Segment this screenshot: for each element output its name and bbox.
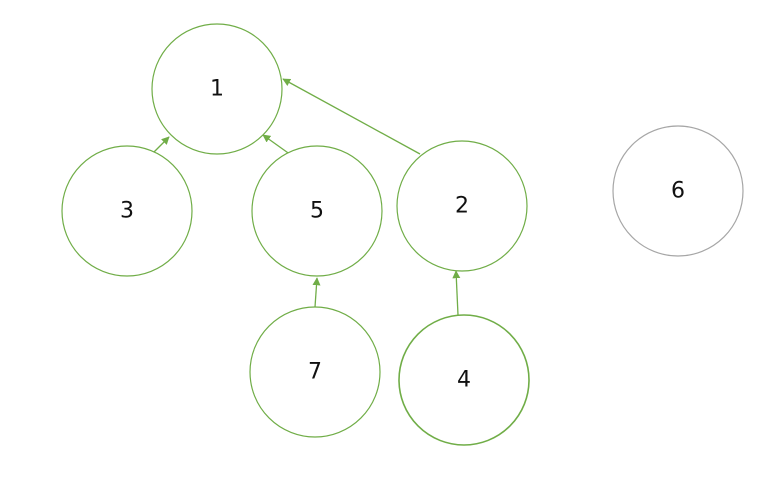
node-4: 4 bbox=[398, 314, 530, 446]
node-7-label: 7 bbox=[308, 360, 322, 385]
node-1-label: 1 bbox=[210, 77, 224, 102]
node-2-label: 2 bbox=[455, 194, 469, 219]
node-3: 3 bbox=[61, 145, 193, 277]
node-2: 2 bbox=[396, 140, 528, 272]
node-7: 7 bbox=[249, 306, 381, 438]
node-1: 1 bbox=[151, 23, 283, 155]
node-3-label: 3 bbox=[120, 199, 134, 224]
edge-2-to-1 bbox=[282, 78, 421, 155]
node-6: 6 bbox=[612, 125, 744, 257]
node-5: 5 bbox=[251, 145, 383, 277]
nodes: 1 3 5 2 6 7 4 bbox=[61, 23, 744, 446]
edge-5-to-1 bbox=[262, 134, 292, 156]
node-5-label: 5 bbox=[310, 199, 324, 224]
node-6-label: 6 bbox=[671, 179, 685, 204]
edges bbox=[150, 78, 461, 316]
edge-7-to-5 bbox=[312, 277, 321, 308]
edge-4-to-2 bbox=[452, 270, 461, 316]
node-4-label: 4 bbox=[457, 368, 471, 393]
